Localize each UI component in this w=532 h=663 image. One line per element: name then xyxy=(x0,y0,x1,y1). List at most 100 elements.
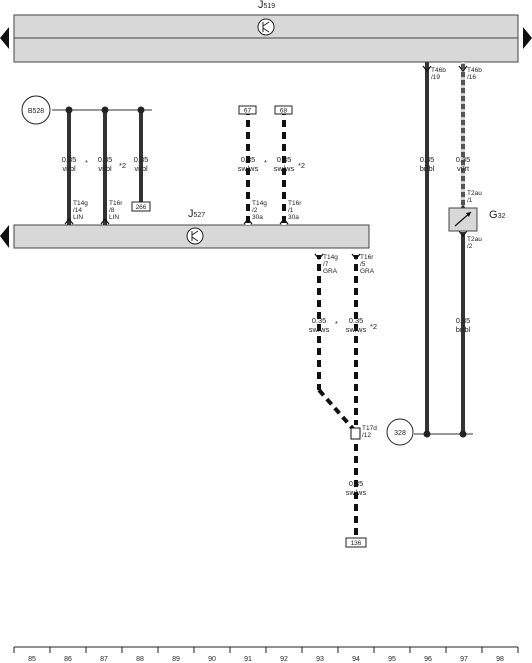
grid-number: 92 xyxy=(280,656,288,663)
wire-86 xyxy=(67,110,71,225)
wire-color-94-lower: sw/ws xyxy=(346,488,367,497)
pin-label-97: T46b/16 xyxy=(467,67,482,81)
grid-number: 88 xyxy=(136,656,144,663)
wire-color-88: vi/bl xyxy=(134,164,148,173)
wire-size-87: 0.35 xyxy=(98,155,113,164)
wire-color-91: sw/ws xyxy=(238,164,259,173)
variant-marker: *2 xyxy=(298,161,305,170)
junction-dot xyxy=(137,106,145,114)
wire-92 xyxy=(282,113,286,225)
transistor-icon xyxy=(186,227,204,245)
g32-label: G32 xyxy=(489,209,505,221)
wire-93 xyxy=(317,255,321,390)
wire-color-97: vi/rt xyxy=(457,164,470,173)
connector-arrow xyxy=(243,218,253,225)
wire-size-86: 0.35 xyxy=(62,155,77,164)
svg-text:266: 266 xyxy=(136,204,147,211)
variant-marker: * xyxy=(335,319,338,328)
variant-marker: *2 xyxy=(119,161,126,170)
ref-box-136: 136 xyxy=(345,537,367,548)
ref-box-68: 68 xyxy=(274,105,293,115)
svg-text:67: 67 xyxy=(244,108,252,115)
wire-94 xyxy=(354,255,358,425)
grid-number: 89 xyxy=(172,656,180,663)
connector-arrow xyxy=(100,218,110,225)
pin-label-96: T46b/19 xyxy=(431,67,446,81)
wire-color-97-lower: br/bl xyxy=(456,325,471,334)
connector-arrow xyxy=(279,218,289,225)
continuation-arrow-left xyxy=(0,27,9,49)
connector-arrow xyxy=(422,65,432,72)
connector-arrow xyxy=(314,253,324,260)
connector-marks xyxy=(64,65,468,260)
j527-control-unit: J527 xyxy=(0,208,370,249)
grid-number: 98 xyxy=(496,656,504,663)
grid-number: 90 xyxy=(208,656,216,663)
grid-number: 85 xyxy=(28,656,36,663)
grid-number: 97 xyxy=(460,656,468,663)
grid-number: 93 xyxy=(316,656,324,663)
transistor-icon xyxy=(257,18,275,36)
svg-text:B528: B528 xyxy=(28,108,44,115)
wire-97 xyxy=(461,62,465,208)
wire-color-87: vi/bl xyxy=(98,164,112,173)
wire-size-94: 0.35 xyxy=(349,316,364,325)
grid-number: 86 xyxy=(64,656,72,663)
pin-label-t17d: T17d/12 xyxy=(362,425,377,439)
connector-arrow xyxy=(64,218,74,225)
grid-number: 95 xyxy=(388,656,396,663)
svg-text:328: 328 xyxy=(394,430,406,437)
wire-size-94-lower: 0.35 xyxy=(349,479,364,488)
g32-sensor: G32 xyxy=(448,207,505,232)
wire-88 xyxy=(139,110,143,202)
junction-dot xyxy=(459,430,467,438)
connector-arrow xyxy=(351,253,361,260)
ref-box-67: 67 xyxy=(238,105,257,115)
wire-size-91: 0.35 xyxy=(241,155,256,164)
continuation-arrow-right xyxy=(523,27,532,49)
wire-91 xyxy=(246,113,250,225)
junction-dot xyxy=(65,106,73,114)
wire-color-86: vi/bl xyxy=(62,164,76,173)
connector-t17d xyxy=(350,427,361,440)
connector-arrow xyxy=(458,65,468,72)
connector-arrow xyxy=(458,230,468,237)
ref-box-266: 266 xyxy=(131,201,151,212)
wire-97-lower xyxy=(461,232,465,434)
wire-size-93: 0.35 xyxy=(312,316,327,325)
wire-size-97: 0.35 xyxy=(456,155,471,164)
pin-label-g32-2: T2au/2 xyxy=(467,236,482,250)
ref-circle-328: 328 xyxy=(386,418,414,446)
variant-marker: * xyxy=(85,158,88,167)
grid-number: 96 xyxy=(424,656,432,663)
wires xyxy=(52,62,473,538)
grid-number: 91 xyxy=(244,656,252,663)
j527-label: J527 xyxy=(188,208,205,220)
variant-marker: * xyxy=(264,158,267,167)
variant-marker: *2 xyxy=(370,322,377,331)
svg-text:136: 136 xyxy=(351,540,362,547)
j519-label: J519 xyxy=(258,0,275,11)
svg-text:68: 68 xyxy=(280,108,288,115)
wire-87 xyxy=(103,110,107,225)
wire-color-93: sw/ws xyxy=(309,325,330,334)
variant-markers: * *2 * *2 * *2 xyxy=(85,158,377,331)
continuation-arrow-left xyxy=(0,225,9,248)
wire-size-92: 0.35 xyxy=(277,155,292,164)
j519-control-unit: J519 xyxy=(0,0,532,63)
wire-color-96: br/bl xyxy=(420,164,435,173)
ref-circle-b528: B528 xyxy=(21,95,51,125)
wire-96 xyxy=(425,62,429,434)
grid-number: 87 xyxy=(100,656,108,663)
wire-color-94: sw/ws xyxy=(346,325,367,334)
wire-93-diagonal xyxy=(317,388,356,432)
wire-labels: 0.35 vi/bl 0.35 vi/bl 0.35 vi/bl 0.35 sw… xyxy=(62,155,471,497)
wire-size-88: 0.35 xyxy=(134,155,149,164)
